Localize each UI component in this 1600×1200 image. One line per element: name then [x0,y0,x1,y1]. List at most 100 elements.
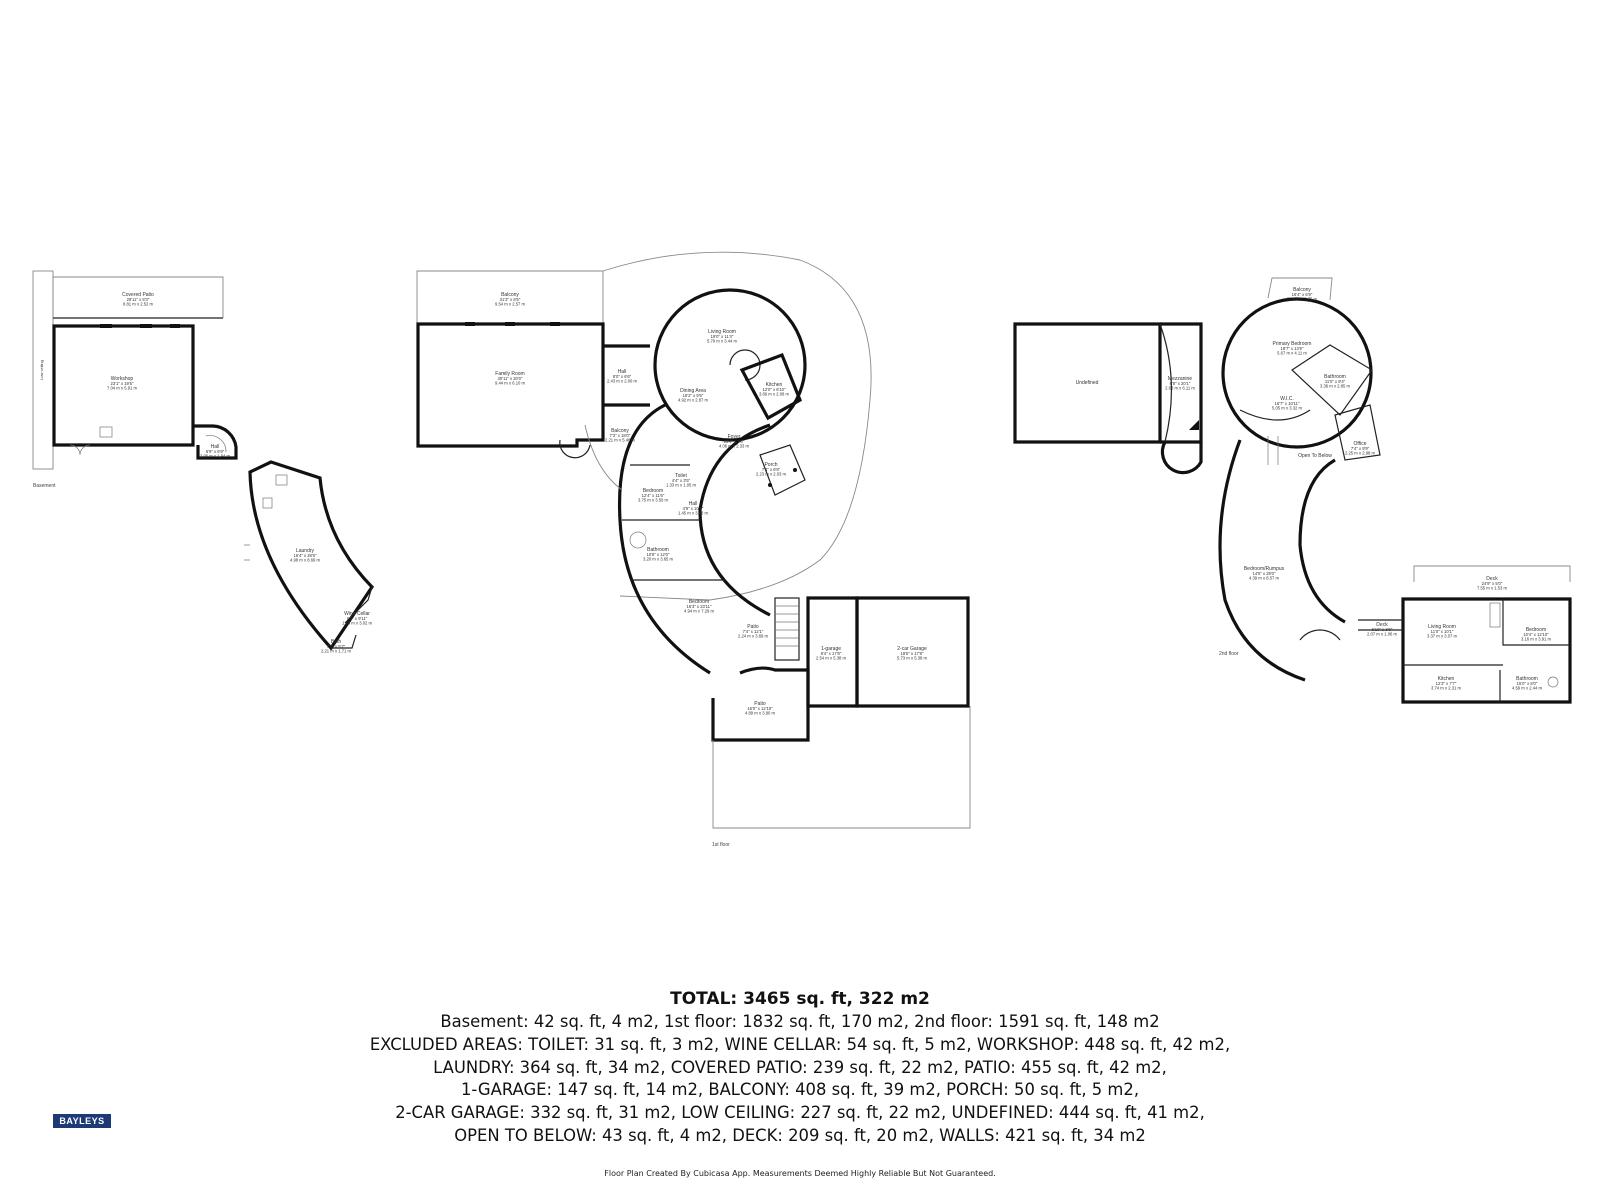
room-dimensions: 2.63 m x 6.11 m [1165,386,1195,391]
room-dimensions: 9.44 m x 6.10 m [495,381,526,386]
room-dimensions: 16'7" x 10'11" [1275,401,1300,406]
room-dimensions: 8.81 m x 2.52 m [123,302,154,307]
room-dimensions: 3.74 m x 2.31 m [1431,686,1462,691]
porch-outline [759,444,806,496]
room-dimensions: 4.98 m x 8.69 m [290,558,321,563]
summary-line: 2-CAR GARAGE: 332 sq. ft, 31 m2, LOW CEI… [395,1103,1205,1123]
room-dimensions: 6'9" x 6'9" [206,449,225,454]
room-dimensions: 16'3" x 23'11" [687,604,712,609]
mezzanine-curve [1159,323,1173,443]
room-dimensions: 3.37 m x 3.07 m [1427,634,1458,639]
mezzanine-stair-marker [1189,420,1199,430]
rumpus-inner-wall [1298,458,1346,624]
floor-label-first: 1st floor [712,842,730,848]
room-dimensions: 13'4" x 7'8" [724,439,745,444]
porch-post [793,468,797,472]
room-dimensions: 11'0" x 10'1" [1431,629,1454,634]
room-label-low-ceiling: Low ceiling [39,360,44,380]
room-dimensions: 7'4" x 6'8" [762,467,781,472]
room-dimensions: 12'3" x 7'7" [1436,681,1457,686]
room-dimensions: 7'3" x 5'7" [327,644,346,649]
room-dimensions: 2.06 m x 1.94 m [200,454,231,459]
room-dimensions: 3.20 m x 3.65 m [643,557,674,562]
room-dimensions: 3.16 m x 3.91 m [1521,637,1552,642]
room-dimensions: 6'10" x 3'6" [1372,627,1393,632]
svg-text:Mezzanine: Mezzanine [1168,376,1192,382]
office-walls [1334,404,1381,461]
svg-text:Family Room: Family Room [495,371,524,377]
svg-text:Foyer: Foyer [728,434,741,440]
room-dimensions: 16'4" x 28'6" [294,553,317,558]
room-dimensions: 15'0" x 8'0" [1517,681,1538,686]
room-dimensions: 5.73 m x 5.38 m [897,656,928,661]
svg-text:Wine Cellar: Wine Cellar [344,611,370,617]
floor-label-second: 2nd floor [1219,651,1239,657]
area-summary: TOTAL: 3465 sq. ft, 322 m2 Basement: 42 … [0,988,1600,1148]
summary-line: LAUNDRY: 364 sq. ft, 34 m2, COVERED PATI… [433,1057,1167,1077]
room-dimensions: 10'6" x 12'0" [647,552,670,557]
room-dimensions: 5.15 m x 2.75 m [1287,297,1318,302]
svg-text:Toilet: Toilet [675,473,687,479]
svg-text:Living Room: Living Room [708,329,736,335]
mezzanine-walls [1160,322,1203,444]
svg-text:Balcony: Balcony [501,292,519,298]
room-dimensions: 16'0" x 12'10" [747,706,773,711]
room-dimensions: 10'4" x 12'10" [1523,632,1549,637]
workshop-door-swing [69,444,91,456]
room-dimensions: 18'7" x 13'6" [1281,346,1304,351]
workshop-window [100,324,112,328]
spiral-stair-1 [559,439,591,459]
bathroom-2-walls [1291,344,1373,416]
room-label-covered-patio: Covered Patio 28'11" x 8'3"8.81 m x 2.52… [122,292,154,307]
balcony-1-outline [416,270,604,323]
workshop-window [170,324,180,328]
room-dimensions: 7.55 m x 1.53 m [1477,586,1508,591]
room-dimensions: 28'11" x 8'3" [127,297,150,302]
laundry-washer [275,474,288,486]
svg-text:Bath: Bath [331,639,342,645]
svg-text:Covered Patio: Covered Patio [122,292,154,298]
room-dimensions: 2.23 m x 2.03 m [756,472,787,477]
floor-label-basement: Basement [33,483,56,489]
room-dimensions: 8'0" x 6'6" [613,374,632,379]
svg-text:Balcony: Balcony [611,428,629,434]
room-dimensions: 16'2" x 9'5" [683,393,704,398]
workshop-window [140,324,152,328]
bedroom-wing-partitions [622,464,725,581]
family-room-walls [416,322,605,448]
svg-text:1-garage: 1-garage [821,646,841,652]
room-dimensions: 12'0" x 6'10" [763,387,786,392]
room-dimensions: 18'5" x 17'8" [901,651,924,656]
svg-text:Balcony: Balcony [1293,287,1311,293]
svg-text:W.I.C.: W.I.C. [1280,396,1294,402]
room-label-wic: W.I.C.16'7" x 10'11"5.05 m x 3.32 m [1272,396,1303,411]
room-label-wine-cellar: Wine Cellar 6'5" x 9'11"1.96 m x 3.02 m [342,611,373,626]
spiral-stair-2 [1160,441,1203,475]
laundry-dryer [262,497,273,509]
room-dimensions: 2.25 m x 2.98 m [1345,451,1376,456]
room-dimensions: 4.89 m x 3.90 m [745,711,776,716]
bathroom-tub [629,531,647,549]
svg-text:Living Room: Living Room [1428,624,1456,630]
balcony-3-outline [1267,277,1333,301]
svg-text:Dining Area: Dining Area [680,388,706,394]
wic-wall [1239,409,1311,421]
room-dimensions: 24'9" x 5'0" [1482,581,1503,586]
room-dimensions: 1.33 m x 1.05 m [666,483,697,488]
room-label-hall-basement: Hall 6'9" x 6'9"2.06 m x 1.94 m [200,444,231,459]
room-dimensions: 5.79 m x 3.44 m [707,339,738,344]
room-dimensions: 2.21 m x 1.71 m [321,649,352,654]
